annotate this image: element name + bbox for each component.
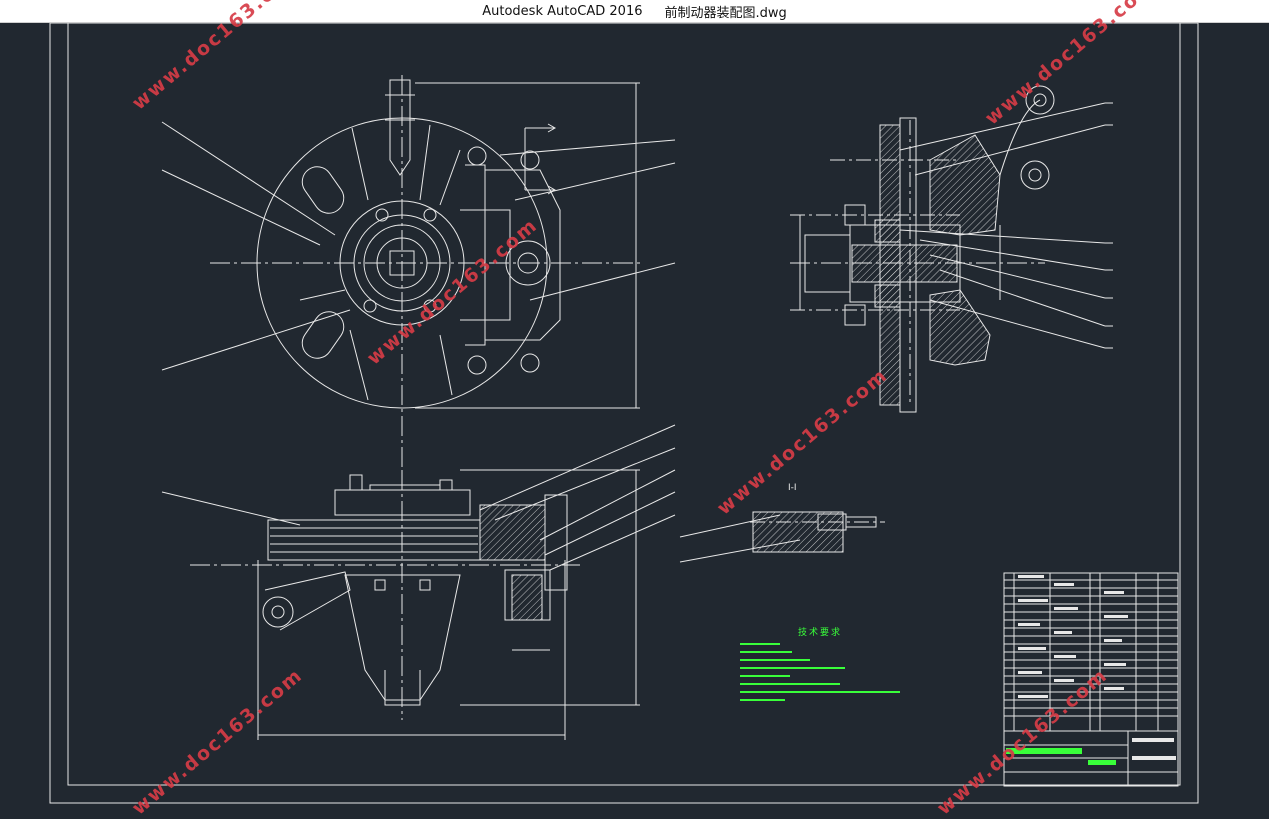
front-view [161,75,676,470]
side-section-view [790,85,1113,413]
sheet-outer-border [49,23,1199,804]
top-view [161,424,676,740]
section-label: I-I [788,483,797,493]
parts-list-table [1003,572,1179,732]
file-name: 前制动器装配图.dwg [664,5,787,21]
tech-requirements-title: 技术要求 [798,628,843,638]
technical-requirements [740,643,900,701]
title-block [1003,730,1179,787]
drawing-canvas[interactable]: I-I [0,23,1269,819]
parts-list-entries [1018,575,1128,698]
section-detail [679,511,885,563]
app-name: Autodesk AutoCAD 2016 [482,3,643,19]
sheet-inner-border [67,23,1181,786]
window-title-bar: Autodesk AutoCAD 2016 前制动器装配图.dwg [0,0,1269,23]
